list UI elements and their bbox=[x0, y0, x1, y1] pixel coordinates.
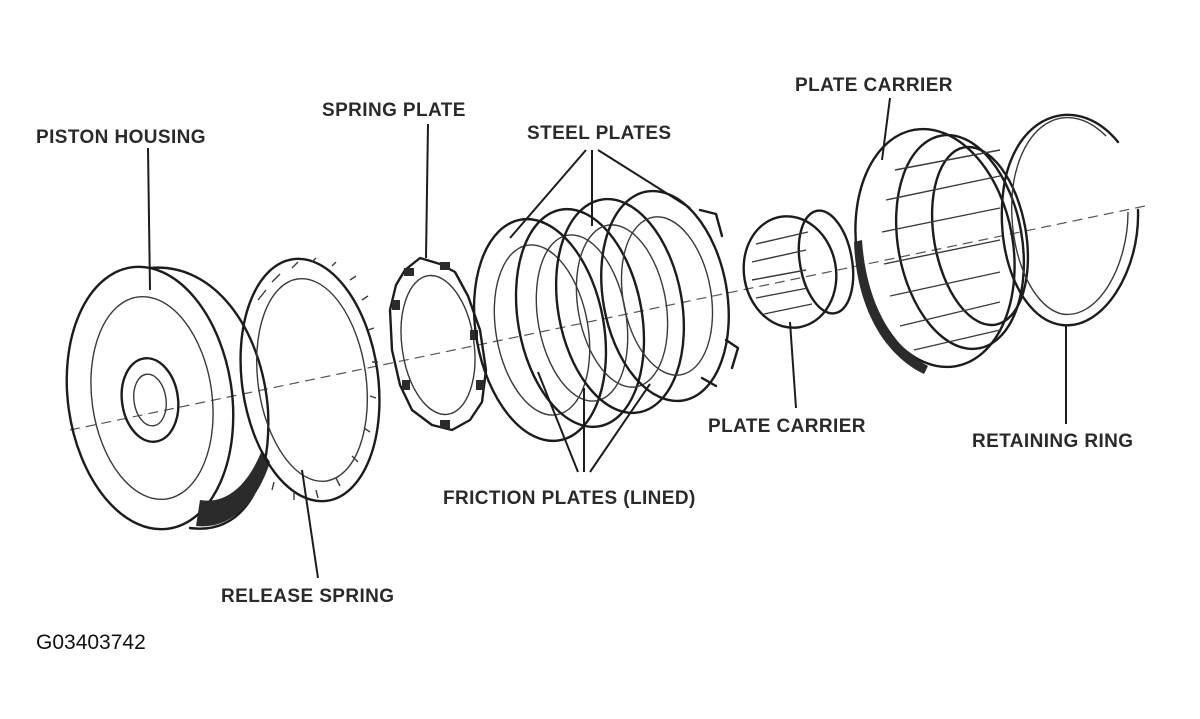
label-piston-housing: PISTON HOUSING bbox=[36, 127, 206, 148]
label-steel-plates: STEEL PLATES bbox=[527, 123, 672, 144]
plate-carrier-hub-part bbox=[742, 209, 855, 329]
release-spring-part bbox=[239, 257, 381, 503]
label-release-spring: RELEASE SPRING bbox=[221, 586, 395, 607]
center-axis bbox=[69, 204, 1151, 431]
leader-lines bbox=[147, 97, 1067, 579]
label-friction-plates: FRICTION PLATES (LINED) bbox=[443, 488, 696, 509]
spring-plate-part bbox=[388, 256, 488, 432]
label-retaining-ring: RETAINING RING bbox=[972, 431, 1134, 452]
retaining-ring-part bbox=[1000, 113, 1140, 327]
figure-id: G03403742 bbox=[36, 631, 146, 654]
label-plate-carrier-bottom: PLATE CARRIER bbox=[708, 416, 866, 437]
piston-housing-part bbox=[65, 265, 270, 531]
label-spring-plate: SPRING PLATE bbox=[322, 100, 466, 121]
plate-carrier-drum-part bbox=[854, 127, 1030, 374]
plate-stack-part bbox=[472, 189, 740, 443]
label-plate-carrier-top: PLATE CARRIER bbox=[795, 75, 953, 96]
